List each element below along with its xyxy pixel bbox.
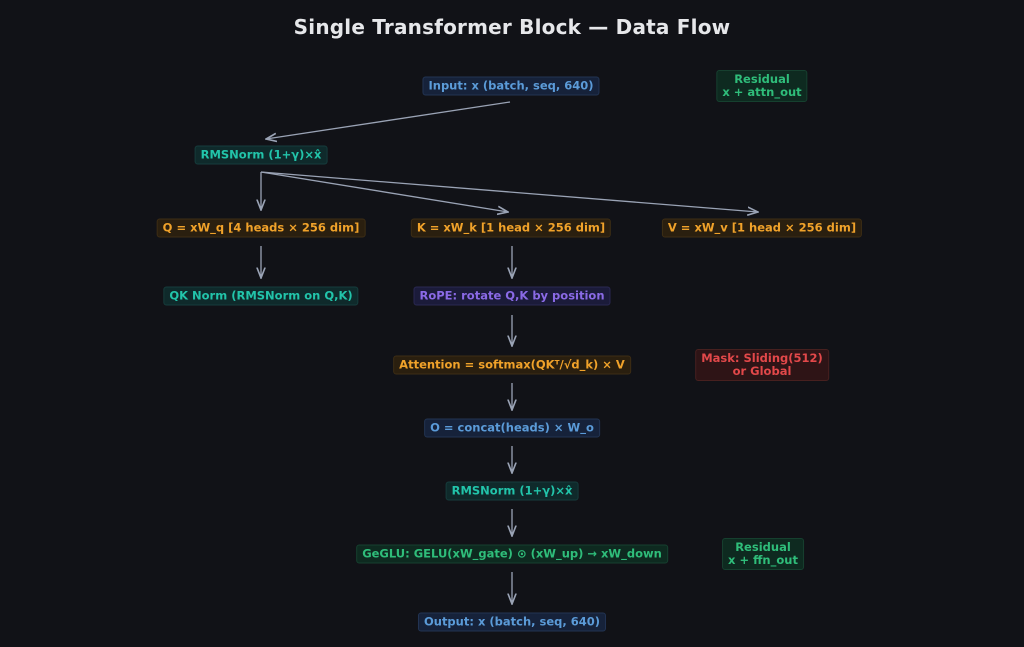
residual-attn-label: Residual — [734, 72, 790, 86]
diagram-title: Single Transformer Block — Data Flow — [293, 15, 731, 39]
arrow-rmsnorm-to-k — [260, 171, 508, 212]
attention-node: Attention = softmax(QKᵀ/√d_k) × V — [393, 355, 631, 375]
output-projection-node: O = concat(heads) × W_o — [424, 418, 600, 438]
residual-attn-formula: x + attn_out — [722, 85, 802, 99]
output-node: Output: x (batch, seq, 640) — [417, 612, 607, 632]
input-node: Input: x (batch, seq, 640) — [422, 76, 600, 96]
rmsnorm-2-node: RMSNorm (1+γ)×x̂ — [445, 481, 579, 501]
residual-ffn-node: Residual x + ffn_out — [722, 538, 804, 570]
geglu-node: GeGLU: GELU(xW_gate) ⊙ (xW_up) → xW_down — [356, 544, 668, 564]
q-projection-node: Q = xW_q [4 heads × 256 dim] — [156, 218, 366, 238]
k-projection-node: K = xW_k [1 head × 256 dim] — [410, 218, 612, 238]
arrow-rmsnorm-to-v — [260, 171, 758, 212]
mask-alt: or Global — [732, 364, 792, 378]
rmsnorm-1-node: RMSNorm (1+γ)×x̂ — [194, 145, 328, 165]
v-projection-node: V = xW_v [1 head × 256 dim] — [661, 218, 863, 238]
rope-node: RoPE: rotate Q,K by position — [413, 286, 611, 306]
mask-node: Mask: Sliding(512) or Global — [695, 349, 829, 381]
arrow-input-to-rmsnorm — [266, 101, 511, 139]
mask-label: Mask: Sliding(512) — [701, 351, 823, 365]
residual-attn-node: Residual x + attn_out — [716, 70, 808, 102]
qk-norm-node: QK Norm (RMSNorm on Q,K) — [163, 286, 359, 306]
residual-ffn-label: Residual — [735, 540, 791, 554]
residual-ffn-formula: x + ffn_out — [728, 553, 798, 567]
